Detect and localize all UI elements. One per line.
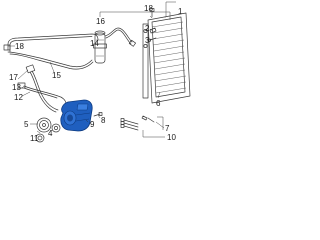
callout-12: 12 <box>14 93 23 102</box>
callout-6: 6 <box>156 99 161 108</box>
compressor <box>60 99 93 132</box>
compressor-hoses <box>17 64 67 113</box>
callout-14: 14 <box>90 39 99 48</box>
callout-7: 7 <box>165 124 170 133</box>
callout-8: 8 <box>101 116 106 125</box>
callout-10: 10 <box>167 133 176 142</box>
callout-18-left: 18 <box>15 42 24 51</box>
clutch-parts <box>35 112 103 143</box>
condenser <box>142 12 191 104</box>
callout-13: 13 <box>12 83 21 92</box>
leader-lines <box>8 15 165 134</box>
callout-3: 3 <box>145 36 150 45</box>
parts-diagram: 1 18 16 2 3 14 18 15 17 13 12 6 9 8 5 4 … <box>3 1 191 143</box>
callout-1: 1 <box>178 7 183 16</box>
callout-labels: 1 18 16 2 3 14 18 15 17 13 12 6 9 8 5 4 … <box>9 4 183 143</box>
callout-15: 15 <box>52 71 61 80</box>
callout-4: 4 <box>48 129 53 138</box>
callout-11: 11 <box>30 134 39 143</box>
receiver-drier <box>93 30 107 64</box>
callout-brackets <box>99 1 176 138</box>
callout-18: 18 <box>144 4 153 13</box>
bolt-set <box>120 118 139 131</box>
callout-16: 16 <box>96 17 105 26</box>
liquid-line <box>3 33 99 70</box>
condenser-fittings <box>147 8 157 42</box>
lower-bolts <box>120 115 155 131</box>
callout-17: 17 <box>9 73 18 82</box>
callout-5: 5 <box>24 120 29 129</box>
hose-upper <box>104 27 136 47</box>
callout-2: 2 <box>145 24 150 33</box>
callout-9: 9 <box>90 120 95 129</box>
